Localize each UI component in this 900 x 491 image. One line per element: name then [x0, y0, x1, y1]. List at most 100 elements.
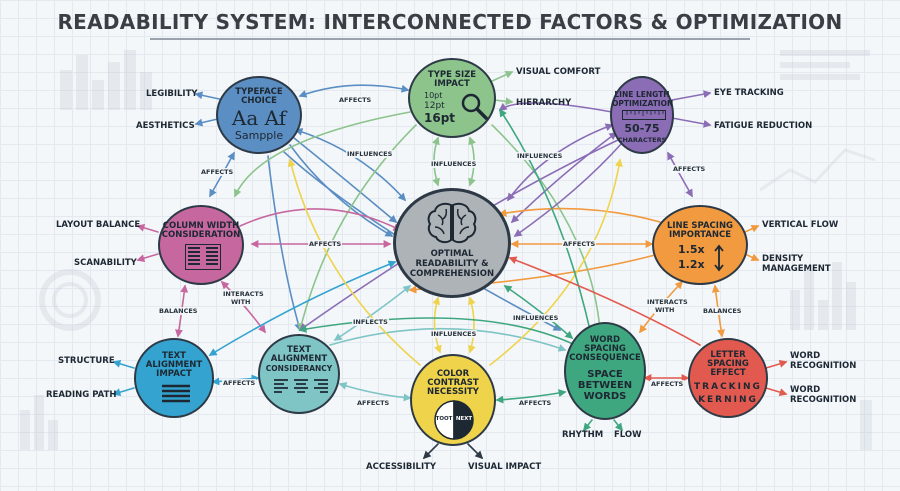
- edge-visual-comfort: [489, 71, 514, 83]
- node-title-line: CHOICE: [241, 96, 277, 106]
- edge-label-line-length-center: INFLUENCES: [516, 152, 564, 160]
- outcome-layout-balance: LAYOUT BALANCE: [56, 220, 141, 230]
- outcome-visual-comfort: VISUAL COMFORT: [516, 67, 601, 77]
- edge-reading-path: [112, 387, 135, 396]
- outcome-hierarchy: HIERARCHY: [516, 98, 572, 108]
- edge-flow: [613, 419, 623, 432]
- line-length-range: 50-75: [624, 122, 660, 135]
- edge-scanability: [136, 253, 159, 262]
- outcome-aesthetics: AESTHETICS: [136, 121, 195, 131]
- node-column-width-consideration[interactable]: COLUMN WIDTH CONSIDERATION: [158, 205, 244, 285]
- edge-label-line-spacing-word-2: WITH: [654, 306, 676, 314]
- outcome-density-management-line2: MANAGEMENT: [762, 264, 831, 274]
- node-title-line: ALIGNMENT: [270, 354, 328, 364]
- edge-consistency-contrast: [338, 382, 412, 402]
- node-title-line: TEXT: [162, 351, 186, 361]
- node-text-alignment-impact[interactable]: TEXT ALIGNMENT IMPACT: [134, 338, 214, 418]
- outcome-word-recognition-1b: RECOGNITION: [790, 361, 857, 371]
- edge-label-type-size-center: INFLUENCES: [430, 160, 478, 168]
- type-size-10pt: 10pt: [424, 91, 443, 100]
- type-size-16pt: 16pt: [424, 111, 456, 125]
- edge-label-line-length-line-spacing: AFFECTS: [672, 165, 707, 173]
- edge-accessibility: [422, 443, 439, 460]
- node-title-line: WORD: [589, 335, 621, 345]
- letter-spacing-kerning: KERNING: [698, 395, 758, 405]
- outcome-legibility: LEGIBILITY: [146, 89, 198, 99]
- edge-label-letter-word: AFFECTS: [650, 380, 685, 388]
- node-color-contrast-necessity[interactable]: COLOR CONTRAST NECESSITY TOOT NEXT: [410, 354, 496, 446]
- outcome-density-management-line1: DENSITY: [762, 254, 804, 264]
- node-title-line: LINE LENGTH: [614, 90, 670, 99]
- background-decoration: [20, 50, 876, 450]
- node-title-line: NECESSITY: [427, 387, 479, 397]
- node-letter-spacing-effect[interactable]: LETTER SPACING EFFECT TRACKING KERNING: [688, 338, 768, 418]
- outcome-structure: STRUCTURE: [58, 356, 115, 366]
- node-optimal-readability[interactable]: OPTIMAL READABILITY & COMPREHENSION: [393, 188, 511, 298]
- brain-icon: [427, 202, 477, 244]
- edge-contrast-center: [432, 296, 442, 354]
- edge-word-recognition-2: [765, 387, 788, 396]
- edge-typeface-type-size: [298, 84, 410, 98]
- vertical-arrow-icon: [714, 244, 724, 272]
- edge-label-column-center: AFFECTS: [308, 240, 343, 248]
- word-spacing-sub: BETWEEN: [577, 380, 633, 391]
- edge-alignment-center: [333, 285, 412, 341]
- outcome-reading-path: READING PATH: [46, 390, 117, 400]
- node-title-line: TYPEFACE: [235, 87, 283, 97]
- edge-label-line-spacing-letter: BALANCES: [702, 307, 743, 315]
- node-line-length-optimization[interactable]: LINE LENGTH OPTIMIZATION 50-75 CHARACTER…: [610, 76, 674, 154]
- title-underline: [150, 38, 750, 40]
- edge-label-column-alignment-2: WITH: [230, 298, 252, 306]
- type-size-12pt: 12pt: [424, 101, 445, 111]
- edge-rhythm: [583, 419, 593, 432]
- node-title-line: IMPACT: [156, 369, 192, 379]
- contrast-icon: [434, 400, 474, 440]
- edge-word-center: [503, 285, 574, 340]
- edge-hierarchy: [493, 97, 514, 106]
- node-typeface-choice[interactable]: TYPEFACE CHOICE Aa Af Sampple: [216, 76, 302, 154]
- node-title-line: EFFECT: [710, 368, 746, 378]
- typeface-sample-large: Aa Af: [231, 106, 287, 130]
- outcome-flow: FLOW: [614, 430, 642, 440]
- node-type-size-impact[interactable]: TYPE SIZE IMPACT 10pt 12pt 16pt: [408, 58, 496, 138]
- columns-icon: [185, 244, 221, 270]
- edge-label-consistency-contrast: AFFECTS: [356, 399, 391, 407]
- outcome-rhythm: RHYTHM: [562, 430, 604, 440]
- edge-eye-tracking: [671, 90, 712, 101]
- edge-label-column-alignment-1: INTERACTS: [222, 290, 265, 298]
- edge-word-recognition-1: [765, 360, 788, 369]
- node-title-line: TYPE SIZE: [427, 70, 477, 80]
- node-title-line: READABILITY &: [415, 259, 489, 269]
- edge-label-typeface-column: AFFECTS: [200, 168, 235, 176]
- edge-label-line-spacing-center: AFFECTS: [562, 240, 597, 248]
- typeface-sample-small: Sampple: [234, 129, 284, 142]
- node-title-line: COMPREHENSION: [409, 269, 495, 279]
- ruler-icon: [622, 110, 666, 120]
- node-title-line: OPTIMIZATION: [612, 99, 674, 108]
- node-title-line: IMPORTANCE: [668, 230, 732, 240]
- node-line-spacing-importance[interactable]: LINE SPACING IMPORTANCE 1.5x 1.2x: [652, 205, 748, 285]
- alignment-variants-icon: [274, 379, 328, 393]
- node-text-alignment-considerancy[interactable]: TEXT ALIGNMENT CONSIDERANCY: [258, 334, 340, 414]
- edge-density-management: [744, 253, 760, 261]
- outcome-word-recognition-2b: RECOGNITION: [790, 395, 857, 405]
- outcome-visual-impact: VISUAL IMPACT: [468, 462, 542, 472]
- node-title-line: CONTRAST: [427, 378, 479, 388]
- outcome-scanability: SCANABILITY: [74, 258, 137, 268]
- node-title-line: SPACING: [707, 359, 749, 369]
- diagram-title: READABILITY SYSTEM: INTERCONNECTED FACTO…: [57, 10, 843, 34]
- edge-line-length-line-spacing: [667, 151, 693, 198]
- line-spacing-value: 1.5x: [678, 243, 705, 256]
- outcome-word-recognition-2a: WORD: [790, 385, 821, 395]
- outcome-fatigue-reduction: FATIGUE REDUCTION: [714, 121, 813, 131]
- contrast-dark-text: TOOT: [435, 416, 453, 422]
- outcome-vertical-flow: VERTICAL FLOW: [762, 220, 839, 230]
- node-title-line: IMPACT: [434, 79, 470, 89]
- edge-fatigue-reduction: [671, 117, 712, 128]
- node-word-spacing-consequence[interactable]: WORD SPACING CONSEQUENCE SPACE BETWEEN W…: [564, 322, 646, 420]
- node-title-line: COLOR: [436, 369, 470, 379]
- edge-visual-impact: [467, 443, 484, 460]
- edge-typeface-center: [294, 128, 407, 202]
- node-title-line: CONSEQUENCE: [569, 353, 641, 363]
